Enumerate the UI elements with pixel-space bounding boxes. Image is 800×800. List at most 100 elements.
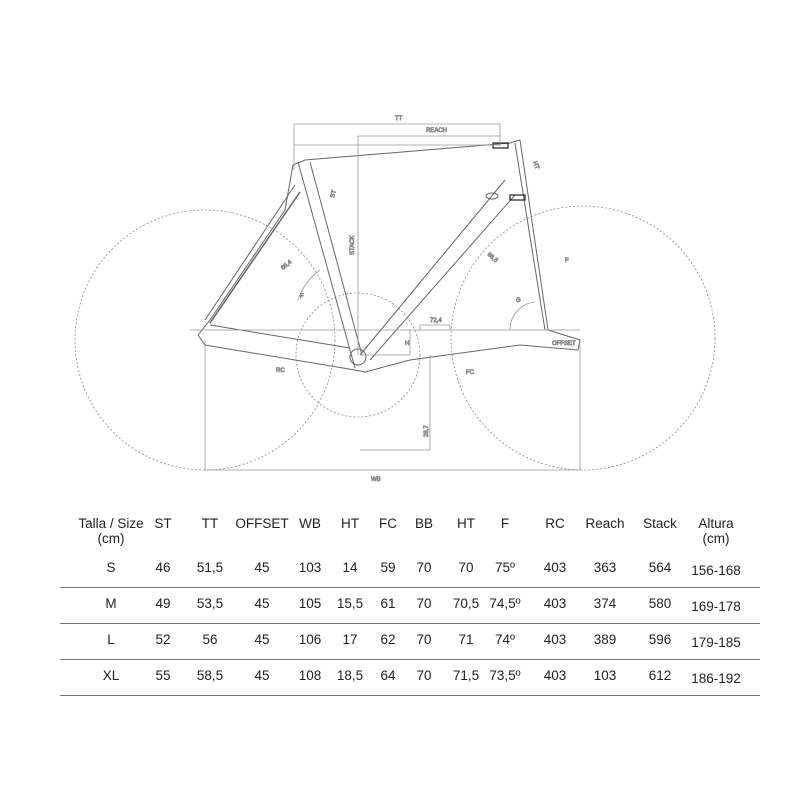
table-cell: 70 <box>416 560 432 575</box>
column-header-label: FC <box>379 516 397 531</box>
table-cell: 49 <box>155 596 171 611</box>
column-header-label: HT <box>341 516 359 531</box>
table-cell: 14 <box>342 560 358 575</box>
column-header-label: Stack <box>643 516 677 531</box>
table-cell: 363 <box>593 560 617 575</box>
label-wb: WB <box>371 477 381 483</box>
row-divider <box>60 659 760 660</box>
front-wheel <box>450 205 716 471</box>
column-header-label: RC <box>545 516 565 531</box>
column-header-label: WB <box>299 516 321 531</box>
label-angle-head: 66,3 <box>486 252 499 265</box>
column-header-label: TT <box>201 516 219 531</box>
label-fc: FC <box>466 370 475 376</box>
chainring-circle <box>295 292 421 418</box>
table-cell: 70 <box>458 560 474 575</box>
table-cell: 169-178 <box>691 599 741 614</box>
table-cell: 70,5 <box>452 596 480 611</box>
column-header: FC <box>379 516 397 531</box>
table-cell: XL <box>102 668 120 683</box>
table-cell: 103 <box>593 668 617 683</box>
column-header-label: OFFSET <box>235 516 289 531</box>
label-h: H <box>405 341 409 347</box>
table-cell: 64 <box>380 668 396 683</box>
table-cell: 156-168 <box>691 563 741 578</box>
column-header-label: BB <box>414 516 434 531</box>
label-f-right: F <box>565 258 569 264</box>
row-divider <box>60 587 760 588</box>
table-cell: 108 <box>298 668 322 683</box>
column-header-label: Talla / Size <box>78 516 144 531</box>
column-header: Talla / Size(cm) <box>78 516 143 546</box>
table-cell: 179-185 <box>691 635 741 650</box>
label-st: ST <box>330 189 338 198</box>
table-cell: 59 <box>380 560 396 575</box>
table-cell: 389 <box>593 632 617 647</box>
label-rc: RC <box>276 368 285 374</box>
column-header-unit: (cm) <box>702 531 730 546</box>
table-cell: 17 <box>342 632 358 647</box>
table-cell: 103 <box>298 560 322 575</box>
table-cell: 70 <box>416 668 432 683</box>
table-cell: 374 <box>593 596 617 611</box>
table-cell: 403 <box>543 596 567 611</box>
label-dim-72: 72,4 <box>430 318 442 324</box>
table-cell: 186-192 <box>691 671 741 686</box>
column-header: WB <box>299 516 321 531</box>
column-header: Altura(cm) <box>698 516 733 546</box>
table-cell: 45 <box>254 668 270 683</box>
label-dim-28: 28,7 <box>424 425 430 437</box>
column-header-unit: (cm) <box>97 531 125 546</box>
column-header: ST <box>154 516 171 531</box>
table-cell: 45 <box>254 560 270 575</box>
table-cell: S <box>106 560 116 575</box>
table-cell: 45 <box>254 596 270 611</box>
label-angle-seat: 66,4 <box>280 259 293 272</box>
table-cell: 596 <box>648 632 672 647</box>
table-cell: 18,5 <box>336 668 364 683</box>
table-cell: 56 <box>202 632 218 647</box>
table-cell: 564 <box>648 560 672 575</box>
column-header-label: F <box>500 516 510 531</box>
table-cell: 51,5 <box>196 560 224 575</box>
column-header: TT <box>202 516 219 531</box>
table-cell: 105 <box>298 596 322 611</box>
label-reach: REACH <box>426 128 447 134</box>
label-stack: STACK <box>350 235 356 255</box>
table-cell: 53,5 <box>196 596 224 611</box>
table-cell: 71,5 <box>452 668 480 683</box>
table-cell: 403 <box>543 560 567 575</box>
table-cell: 70 <box>416 632 432 647</box>
frame <box>197 139 581 373</box>
table-cell: 52 <box>155 632 171 647</box>
table-cell: 15,5 <box>336 596 364 611</box>
dimension-lines <box>190 123 581 471</box>
table-cell: 58,5 <box>196 668 224 683</box>
table-cell: 45 <box>254 632 270 647</box>
table-cell: 403 <box>543 668 567 683</box>
table-cell: M <box>105 596 117 611</box>
column-header-label: Altura <box>698 516 734 531</box>
column-header-label: Reach <box>585 516 625 531</box>
table-cell: L <box>107 632 115 647</box>
label-ht: HT <box>531 161 539 171</box>
label-g: G <box>516 298 521 304</box>
row-divider <box>60 695 760 696</box>
column-header-label: HT <box>457 516 475 531</box>
table-cell: 71 <box>458 632 474 647</box>
column-header: HT <box>457 516 475 531</box>
column-header: OFFSET <box>235 516 288 531</box>
table-cell: 403 <box>543 632 567 647</box>
table-cell: 75º <box>495 560 515 575</box>
column-header: Reach <box>585 516 624 531</box>
table-cell: 74,5º <box>489 596 521 611</box>
table-cell: 55 <box>155 668 171 683</box>
table-cell: 62 <box>380 632 396 647</box>
column-header: Stack <box>643 516 677 531</box>
